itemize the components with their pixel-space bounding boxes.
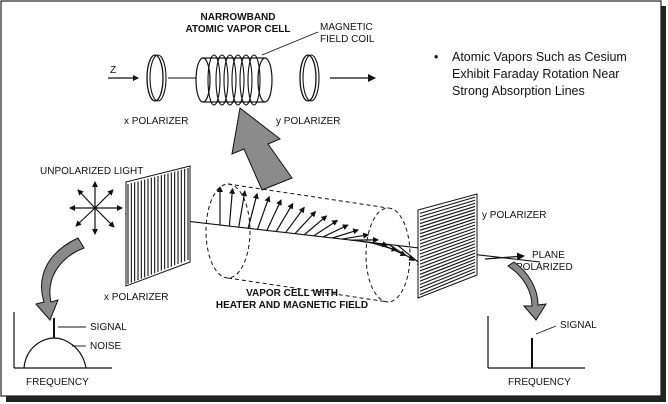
top-cell-title-line1: NARROWBAND: [201, 12, 276, 23]
polarization-vector: [266, 199, 282, 231]
main-y-polarizer: [417, 193, 478, 299]
main-y-polarizer-label: y POLARIZER: [482, 210, 546, 221]
polarization-vector: [379, 242, 407, 256]
polarization-vector: [285, 206, 305, 233]
left-signal-label: SIGNAL: [90, 322, 127, 333]
note-bullet: •: [434, 50, 438, 64]
polarization-vector: [247, 192, 259, 229]
polarization-vector: [332, 228, 360, 239]
top-assembly: Z x POLARIZER NARROWBAND ATOMIC VAPOR: [108, 12, 376, 127]
top-y-polarizer-label: y POLARIZER: [276, 116, 340, 127]
note-line3: Strong Absorption Lines: [452, 84, 585, 98]
polarization-vector: [388, 243, 415, 261]
left-frequency-label: FREQUENCY: [26, 377, 89, 388]
left-spectrum-arrow: [35, 237, 85, 321]
top-x-polarizer: [146, 54, 167, 102]
main-cell-label-line2: HEATER AND MAGNETIC FIELD: [216, 300, 368, 311]
top-cell-title-line2: ATOMIC VAPOR CELL: [186, 24, 291, 35]
polarization-vector: [341, 232, 370, 240]
coil-leader-line: [261, 31, 319, 56]
main-x-polarizer-label: x POLARIZER: [104, 292, 168, 303]
top-vapor-cell: [195, 54, 273, 106]
unpolarized-light-symbol: [69, 181, 123, 235]
right-frequency-label: FREQUENCY: [508, 377, 571, 388]
polarization-vector: [275, 202, 294, 232]
note-line2: Exhibit Faraday Rotation Near: [452, 67, 619, 81]
plane-polarized-line2: POLARIZED: [516, 262, 573, 273]
main-x-polarizer: [125, 165, 191, 287]
right-signal-label: SIGNAL: [560, 320, 597, 331]
plane-polarized-line1: PLANE: [532, 250, 565, 261]
main-cell-label-line1: VAPOR CELL WITH: [246, 288, 338, 299]
magnify-arrow: [231, 107, 293, 191]
polarization-vector: [313, 219, 339, 237]
top-y-polarizer: [299, 54, 320, 102]
polarization-vector: [238, 190, 248, 228]
polarization-vector: [228, 187, 236, 227]
coil-label-line1: MAGNETIC: [320, 22, 373, 33]
left-noise-label: NOISE: [90, 341, 121, 352]
magnetic-field-coil: [207, 54, 261, 106]
polarization-vector: [322, 224, 349, 238]
top-z-axis-label: Z: [110, 65, 116, 76]
polarization-vector: [256, 195, 271, 230]
polarization-vector: [294, 210, 317, 235]
unpolarized-light-label: UNPOLARIZED LIGHT: [40, 166, 143, 177]
right-spectrum-arrow: [507, 261, 547, 321]
note: • Atomic Vapors Such as Cesium Exhibit F…: [434, 50, 627, 98]
faraday-rotation-vectors: [217, 185, 424, 267]
note-line1: Atomic Vapors Such as Cesium: [452, 50, 627, 64]
polarization-vector: [303, 215, 328, 236]
right-spectrum: SIGNAL FREQUENCY: [487, 316, 597, 388]
top-x-polarizer-label: x POLARIZER: [124, 116, 188, 127]
left-spectrum: SIGNAL NOISE FREQUENCY: [13, 312, 127, 388]
output-beam-arrow: [484, 252, 525, 261]
coil-label-line2: FIELD COIL: [320, 34, 375, 45]
